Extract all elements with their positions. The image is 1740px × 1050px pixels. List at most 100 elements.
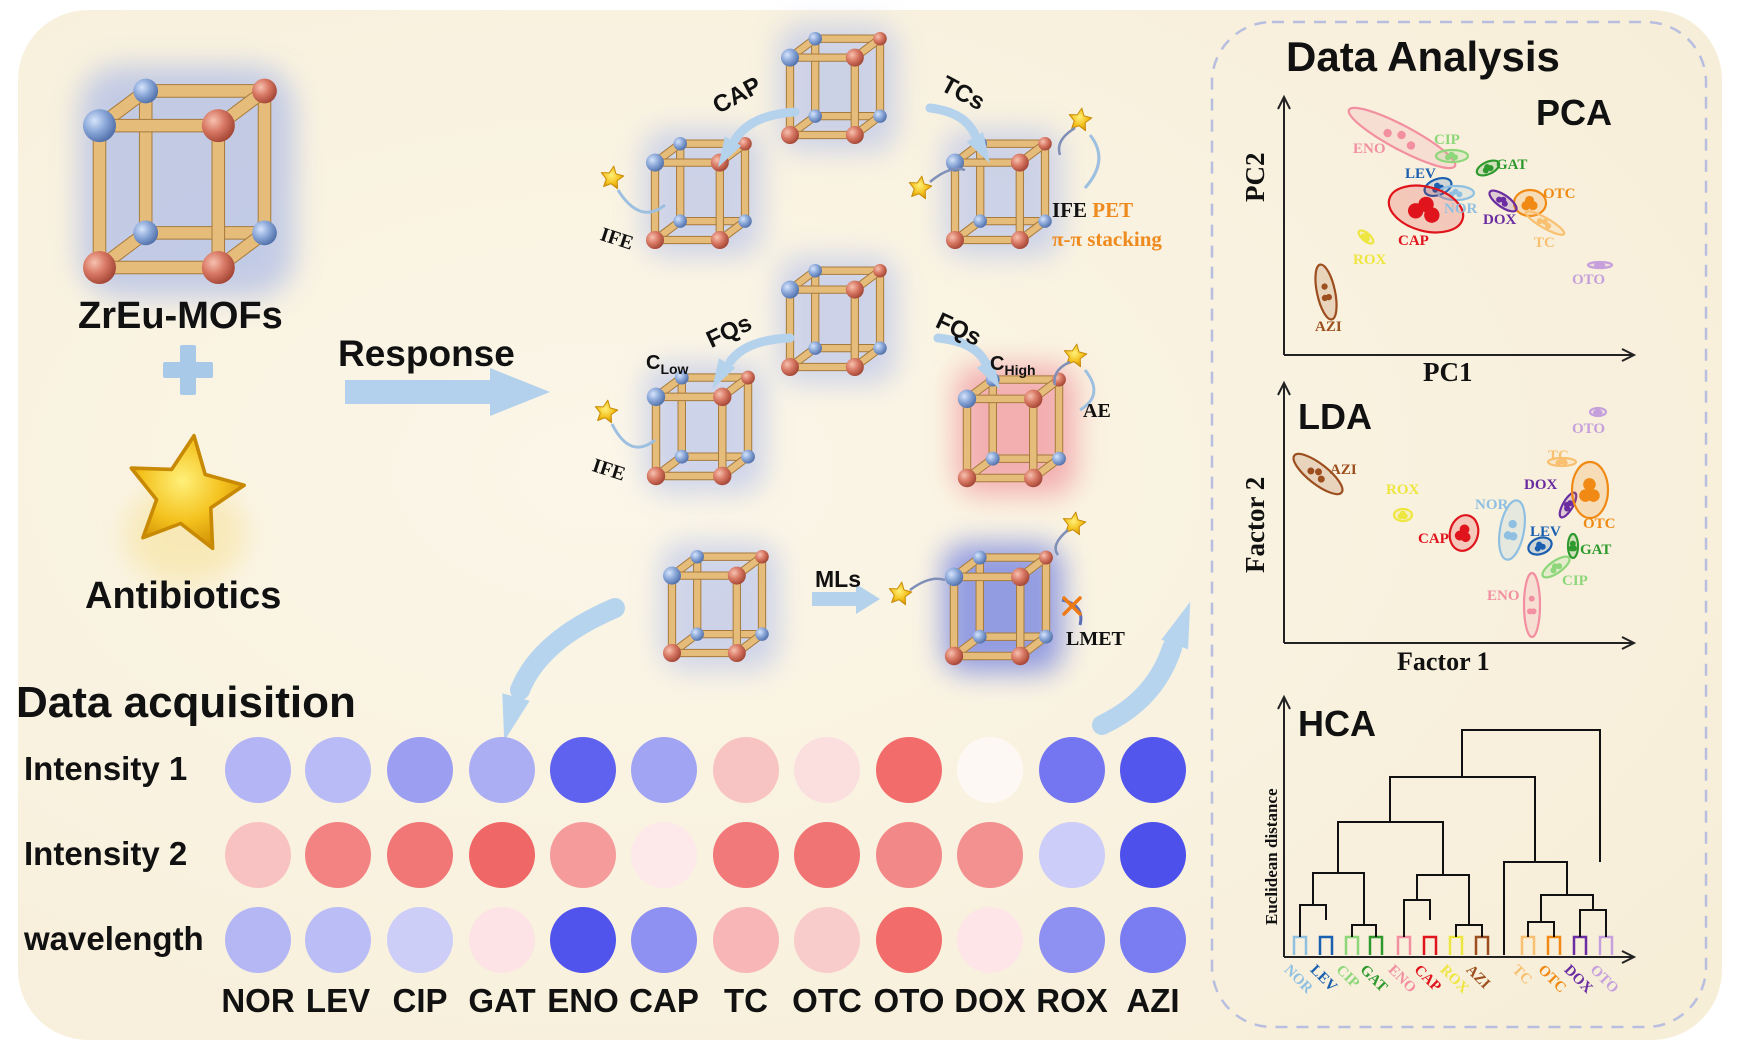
heatmap-cell: [225, 822, 291, 888]
lda-cluster: [1566, 532, 1580, 560]
pca-group-label: AZI: [1315, 319, 1342, 335]
cap-arrow-icon: [730, 107, 800, 145]
heatmap-cell: [550, 907, 616, 973]
pca-group-label: OTC: [1543, 186, 1576, 202]
heatmap-cell: [1039, 907, 1105, 973]
heatmap-column-label: OTC: [792, 982, 862, 1019]
lda-group-label: OTO: [1572, 421, 1606, 437]
mof-cube-cap-icon: [644, 130, 762, 257]
heatmap-cell: [713, 907, 779, 973]
lda-group-label: ENO: [1487, 588, 1520, 604]
pca-xlabel: PC1: [1423, 357, 1473, 387]
mof-cube-clow-icon: [644, 363, 765, 493]
response-label: Response: [338, 333, 515, 374]
to-acquisition-arrow-icon: [510, 598, 625, 700]
c-low-label: CLow: [646, 352, 688, 377]
hca-ylabel: Euclidean distance: [1262, 788, 1281, 926]
heatmap-column-label: NOR: [221, 982, 295, 1019]
fq-high-star-icon: [1063, 343, 1088, 368]
mof-cube-lmet-icon: [942, 543, 1063, 673]
lda-group-label: TC: [1548, 448, 1569, 464]
zreu-mof-cube-icon: [79, 66, 295, 298]
pca-cluster: [1586, 260, 1614, 270]
pi-stacking-label: π-π stacking: [1052, 227, 1162, 251]
lda-cluster: [1448, 514, 1480, 552]
heatmap-cell: [631, 737, 697, 803]
c-low-main: C: [646, 352, 661, 374]
pca-cluster: [1347, 106, 1457, 170]
arrow-head-icon: [502, 693, 530, 741]
heatmap-column-label: OTO: [873, 982, 945, 1019]
fq-low-star-icon: [594, 399, 619, 424]
lda-cluster: [1522, 571, 1542, 639]
heatmap-column-label: DOX: [954, 982, 1026, 1019]
heatmap-cell: [469, 737, 535, 803]
heatmap-cell: [957, 822, 1023, 888]
response-arrow-icon: [345, 380, 495, 404]
heatmap-column-label: ENO: [547, 982, 619, 1019]
heatmap-column-label: GAT: [468, 982, 536, 1019]
mof-cube-top-icon: [779, 25, 897, 152]
heatmap-column-label: CIP: [392, 982, 448, 1019]
tc-star-2-icon: [1068, 107, 1093, 132]
hca-title: HCA: [1298, 703, 1376, 744]
pca-group-label: TC: [1534, 235, 1555, 251]
lda-cluster: [1570, 460, 1610, 520]
heatmap-cell: [1120, 907, 1186, 973]
hca-dendrogram: [1292, 729, 1614, 955]
mof-cube-mid-icon: [779, 257, 897, 384]
lda-cluster: [1541, 555, 1571, 579]
heatmap-cell: [387, 907, 453, 973]
heatmap-cell: [1120, 737, 1186, 803]
lda-group-label: ROX: [1386, 482, 1420, 498]
pca-group-label: ENO: [1353, 141, 1386, 157]
c-high-sub: High: [1004, 362, 1036, 378]
heatmap-cell: [713, 822, 779, 888]
heatmap-row-label: wavelength: [24, 920, 204, 957]
heatmap-cell: [876, 737, 942, 803]
mls-arrow-icon: [812, 592, 860, 606]
arrow-head-icon: [966, 132, 990, 164]
pca-group-label: CAP: [1398, 233, 1429, 249]
mof-label: ZrEu-MOFs: [78, 295, 283, 337]
pca-cluster: [1314, 263, 1338, 321]
heatmap-cell: [876, 907, 942, 973]
blocked-cross-icon: [1062, 596, 1082, 616]
heatmap-cell: [1039, 822, 1105, 888]
heatmap-cell: [305, 822, 371, 888]
to-analysis-arrow-icon: [1092, 638, 1182, 735]
cap-star-icon: [600, 165, 625, 190]
heatmap-cell: [387, 822, 453, 888]
pca-group-label: NOR: [1444, 201, 1478, 217]
pca-group-label: GAT: [1496, 157, 1528, 173]
heatmap-cell: [876, 822, 942, 888]
lda-cluster: [1497, 499, 1527, 561]
lda-group-label: DOX: [1524, 477, 1558, 493]
tc-star-icon: [908, 175, 933, 200]
arrow-head-icon: [718, 136, 742, 168]
data-analysis-title: Data Analysis: [1286, 33, 1560, 80]
lda-cluster: [1292, 452, 1344, 496]
heatmap-cell: [713, 737, 779, 803]
arrow-head-icon: [976, 358, 1000, 390]
heatmap-column-label: CAP: [629, 982, 699, 1019]
lda-group-label: CAP: [1418, 531, 1449, 547]
lda-cluster: [1527, 536, 1553, 556]
lda-xlabel: Factor 1: [1397, 647, 1490, 676]
pca-cluster: [1387, 184, 1465, 234]
fqs-left-arrow-icon: [725, 333, 795, 367]
ae-label: AE: [1083, 400, 1111, 422]
pca-ylabel: PC2: [1240, 152, 1270, 203]
lda-cluster: [1392, 507, 1414, 523]
ife-prefix: IFE: [1052, 198, 1088, 222]
pet-label: PET: [1092, 198, 1134, 222]
mof-cube-mls-icon: [661, 543, 779, 670]
fqs-right-arrow-icon: [933, 333, 990, 367]
data-acquisition-title: Data acquisition: [16, 678, 356, 727]
lda-group-label: CIP: [1562, 573, 1588, 589]
pca-cluster: [1488, 189, 1518, 213]
heatmap-cell: [469, 822, 535, 888]
pca-group-label: DOX: [1483, 212, 1517, 228]
heatmap-cell: [305, 907, 371, 973]
